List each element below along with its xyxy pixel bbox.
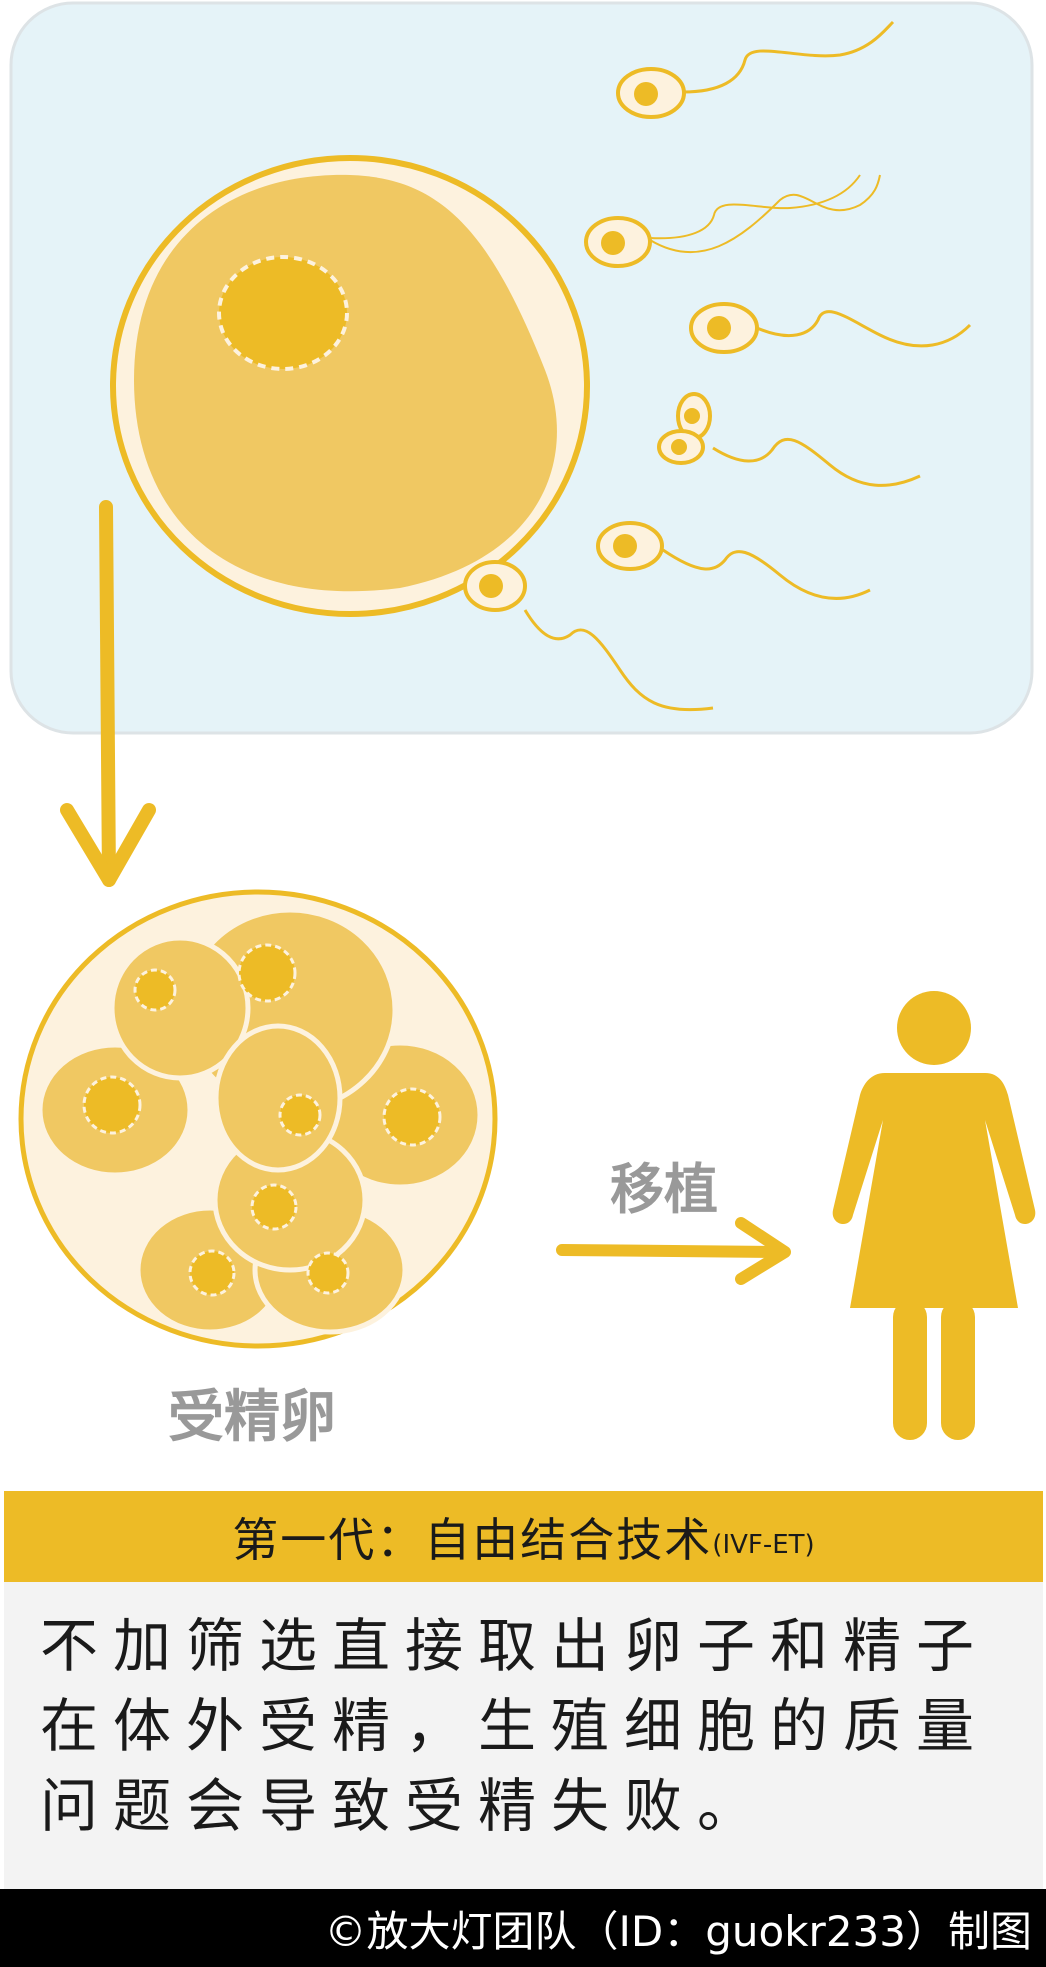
description-box: 不加筛选直接取出卵子和精子在体外受精，生殖细胞的质量问题会导致受精失败。 — [4, 1582, 1043, 1889]
right-arrow-icon — [556, 1217, 791, 1285]
sperm-icon — [657, 392, 921, 487]
sperm-group — [463, 20, 972, 712]
egg-nucleus — [217, 255, 349, 371]
sperm-icon — [463, 560, 714, 712]
sperm-icon — [596, 521, 871, 600]
generation-subtitle: (IVF-ET) — [712, 1529, 815, 1560]
description-text: 不加筛选直接取出卵子和精子在体外受精，生殖细胞的质量问题会导致受精失败。 — [40, 1612, 990, 1840]
sperm-icon — [616, 20, 895, 119]
transplant-label: 移植 — [610, 1158, 718, 1221]
woman-icon — [832, 991, 1036, 1440]
generation-title-band: 第一代：自由结合技术 (IVF-ET) — [4, 1491, 1043, 1582]
credit-footer: ©放大灯团队（ID：guokr233）制图 — [0, 1889, 1046, 1967]
zygote-label: 受精卵 — [168, 1385, 336, 1450]
generation-title: 第一代：自由结合技术 — [232, 1512, 713, 1567]
down-arrow-icon — [60, 500, 156, 887]
sperm-icon — [584, 174, 881, 268]
credit-text: ©放大灯团队（ID：guokr233）制图 — [324, 1906, 1032, 1956]
sperm-icon — [689, 302, 972, 354]
zygote-cell-cluster — [18, 889, 498, 1349]
egg-cell — [110, 155, 590, 617]
